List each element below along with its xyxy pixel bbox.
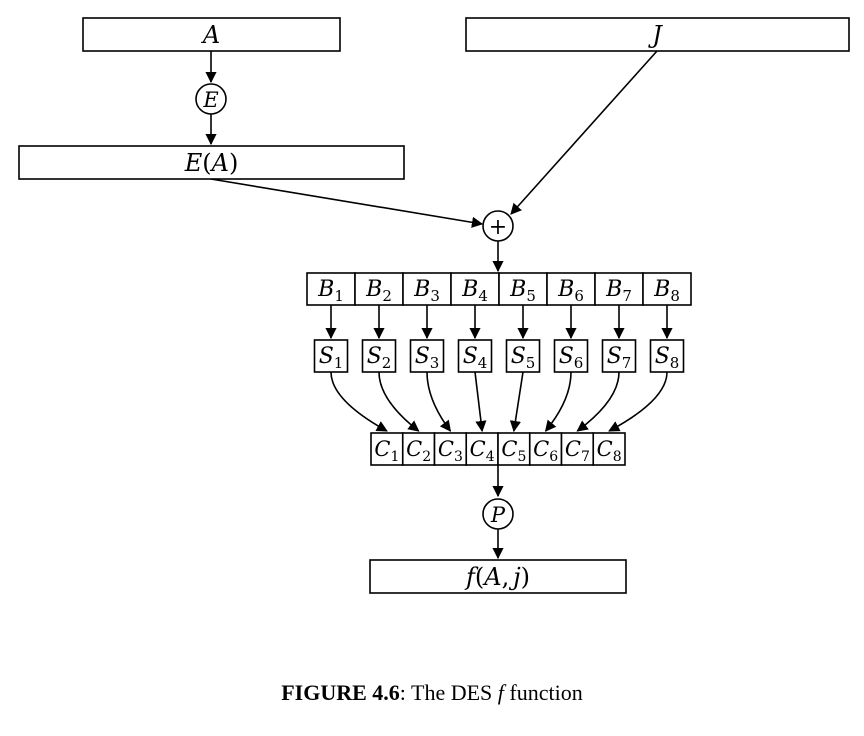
- s-box-5-label: S5: [511, 344, 536, 372]
- c-block-2: C2: [401, 432, 436, 466]
- s-box-6: S6: [553, 339, 589, 373]
- c-block-5: C5: [497, 432, 531, 466]
- c-block-4-label: C4: [470, 437, 495, 465]
- arrow-s6-to-c6: [544, 371, 572, 432]
- caption-text-before: The DES: [405, 680, 498, 705]
- arrow-s1-to-c1: [330, 371, 388, 432]
- s-box-8: S8: [649, 339, 685, 373]
- c-block-4: C4: [465, 432, 499, 466]
- s-to-c-arrows: [330, 371, 668, 433]
- c-block-8: C8: [592, 432, 626, 466]
- s-box-1-label: S1: [319, 344, 344, 372]
- figure-caption: FIGURE 4.6: The DES f function: [0, 680, 864, 706]
- expanded-a-box: E(A): [18, 145, 405, 180]
- c-block-5-label: C5: [501, 437, 526, 465]
- b-block-2-label: B2: [365, 277, 392, 305]
- s-box-7-label: S7: [607, 344, 632, 372]
- input-j-box: J: [465, 17, 850, 52]
- input-a-label: A: [201, 21, 220, 49]
- b-block-3: B3: [402, 272, 452, 306]
- b-to-s-arrows: [325, 305, 673, 340]
- b-block-4-label: B4: [461, 277, 488, 305]
- caption-separator: :: [399, 680, 406, 705]
- arrow-s7-to-c7: [576, 371, 620, 432]
- c-block-1-label: C1: [374, 437, 399, 465]
- input-a-box: A: [82, 17, 341, 52]
- c-block-3-label: C3: [438, 437, 463, 465]
- s-box-6-label: S6: [559, 344, 584, 372]
- s-box-7: S7: [601, 339, 637, 373]
- b-block-8-label: B8: [653, 277, 680, 305]
- c-block-7: C7: [560, 432, 595, 466]
- s-box-5: S5: [505, 339, 541, 373]
- expanded-a-label: E(A): [184, 149, 239, 177]
- s-box-1: S1: [313, 339, 349, 373]
- s-box-4: S4: [457, 339, 493, 373]
- arrow-expanded-to-xor: [210, 178, 484, 228]
- b-block-1: B1: [306, 272, 356, 306]
- c-block-7-label: C7: [565, 437, 590, 465]
- b-block-8: B8: [642, 272, 692, 306]
- b-block-row: B1 B2 B3 B4 B5 B6 B7 B8: [306, 272, 692, 306]
- caption-text-after: function: [503, 680, 583, 705]
- b-block-5: B5: [498, 272, 548, 306]
- arrow-s3-to-c3: [426, 371, 452, 432]
- b-block-3-label: B3: [413, 277, 440, 305]
- output-label: f(A,j): [464, 563, 530, 591]
- b-block-1-label: B1: [317, 277, 344, 305]
- caption-label: FIGURE 4.6: [281, 680, 400, 705]
- s-box-row: S1 S2 S3 S4 S5 S6 S7 S8: [313, 339, 685, 373]
- c-block-3: C3: [433, 432, 468, 466]
- caption-function-symbol: f: [497, 680, 504, 705]
- output-box: f(A,j): [369, 559, 627, 594]
- b-block-4: B4: [450, 272, 500, 306]
- xor-op-node: +: [482, 210, 514, 242]
- s-box-2: S2: [361, 339, 397, 373]
- b-block-7: B7: [594, 272, 644, 306]
- permutation-op-label: P: [490, 503, 506, 527]
- permutation-op-node: P: [482, 498, 514, 530]
- b-block-6: B6: [546, 272, 596, 306]
- arrow-s4-to-c4: [474, 371, 487, 433]
- s-box-2-label: S2: [367, 344, 392, 372]
- s-box-3-label: S3: [415, 344, 440, 372]
- s-box-8-label: S8: [655, 344, 680, 372]
- b-block-7-label: B7: [605, 277, 632, 305]
- c-block-1: C1: [370, 432, 404, 466]
- c-block-6: C6: [528, 432, 563, 466]
- expansion-op-label: E: [202, 88, 218, 112]
- c-block-2-label: C2: [406, 437, 431, 465]
- arrow-s5-to-c5: [509, 371, 524, 433]
- arrow-s8-to-c8: [608, 371, 668, 432]
- s-box-3: S3: [409, 339, 445, 373]
- c-block-6-label: C6: [533, 437, 558, 465]
- b-block-6-label: B6: [557, 277, 584, 305]
- s-box-4-label: S4: [463, 344, 488, 372]
- xor-op-label: +: [489, 215, 507, 240]
- b-block-5-label: B5: [509, 277, 536, 305]
- c-block-8-label: C8: [597, 437, 622, 465]
- arrow-j-to-xor: [510, 50, 658, 215]
- arrow-s2-to-c2: [378, 371, 420, 432]
- b-block-2: B2: [354, 272, 404, 306]
- expansion-op-node: E: [195, 83, 227, 115]
